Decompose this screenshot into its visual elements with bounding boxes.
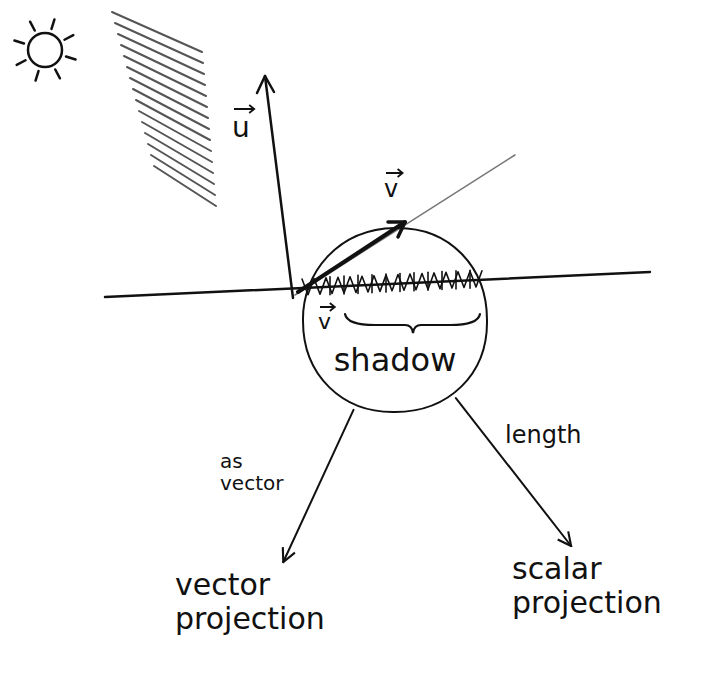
shadow-zigzag xyxy=(302,271,482,295)
flow-arrow xyxy=(456,398,571,546)
light-stroke xyxy=(154,166,216,206)
shadow-hatching xyxy=(302,270,482,294)
sun-rays xyxy=(14,19,75,80)
sun-ray xyxy=(52,19,55,29)
result-term: vector projection xyxy=(175,568,355,635)
sun-symbol xyxy=(28,33,62,67)
sun-ray xyxy=(55,69,60,78)
arrow-label: length xyxy=(505,422,615,448)
vector-label: v xyxy=(384,176,398,203)
result-term: scalar projection xyxy=(512,552,692,619)
vector-symbol: v xyxy=(384,176,398,203)
sun-ray xyxy=(14,41,24,44)
shadow-tick xyxy=(329,277,331,295)
shadow-tick xyxy=(427,272,429,290)
shadow-tick xyxy=(371,275,373,293)
sun-ray xyxy=(17,60,26,65)
shadow-tick xyxy=(343,276,345,294)
brace xyxy=(345,314,480,333)
term-label: scalar projection xyxy=(512,552,692,619)
vector-symbol: u xyxy=(232,112,250,143)
vector-label: v xyxy=(318,310,331,335)
shadow-tick xyxy=(469,270,471,288)
shadow-tick xyxy=(399,273,401,291)
shadow-tick xyxy=(385,274,387,292)
term-label: vector projection xyxy=(175,568,355,635)
axis-arrowhead xyxy=(257,76,274,93)
light-stroke xyxy=(151,155,215,195)
circle-path xyxy=(303,228,487,412)
sun-ray xyxy=(36,71,39,81)
arrow-label: as vector xyxy=(220,450,300,494)
vector-label: u xyxy=(232,112,250,143)
region-label: shadow xyxy=(300,343,490,379)
shadow-tick xyxy=(455,271,457,289)
sun-ray xyxy=(64,35,73,40)
axes xyxy=(105,76,650,298)
shadow-tick xyxy=(357,275,359,293)
vector-symbol: v xyxy=(318,310,331,335)
sun-ray xyxy=(30,22,35,31)
light-hatching xyxy=(112,12,216,206)
shadow-tick xyxy=(413,273,415,291)
light-stroke xyxy=(112,12,202,52)
light-stroke xyxy=(148,144,214,184)
sun-disc xyxy=(28,33,62,67)
y-axis xyxy=(265,76,293,298)
shadow-tick xyxy=(441,272,443,290)
sun-ray xyxy=(66,57,76,60)
line-of-v xyxy=(295,155,515,295)
vector-v-head xyxy=(388,222,405,237)
